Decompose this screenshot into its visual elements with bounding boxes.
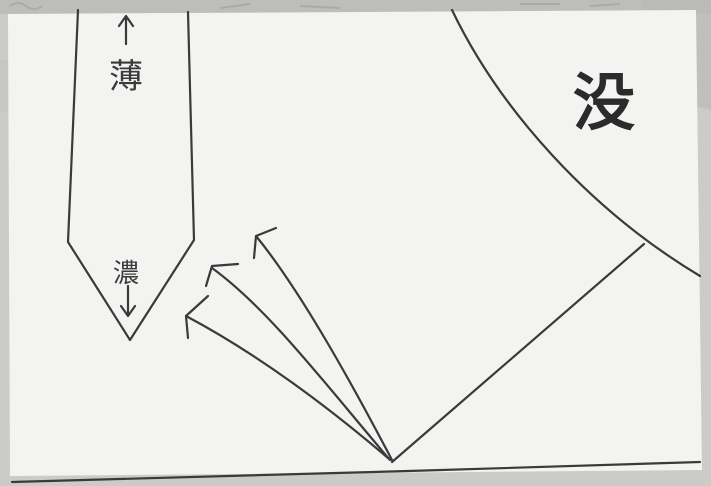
- arrowhead-1: [252, 226, 278, 260]
- arrowhead-3: [184, 294, 210, 340]
- corner-mark: 没: [573, 66, 635, 139]
- arrowhead-2: [204, 262, 240, 288]
- strip-outline: [66, 8, 196, 342]
- v-line-left-2: [210, 266, 392, 462]
- down-arrow-icon: [119, 284, 137, 318]
- up-arrow-icon: [117, 14, 135, 46]
- arc-stroke: [450, 8, 702, 278]
- v-line-left-3: [184, 314, 390, 460]
- dark-label: 濃: [113, 259, 139, 289]
- v-line-left-1: [254, 234, 394, 462]
- light-label: 薄: [109, 57, 143, 97]
- baseline: [10, 460, 702, 484]
- v-line-right: [390, 242, 646, 464]
